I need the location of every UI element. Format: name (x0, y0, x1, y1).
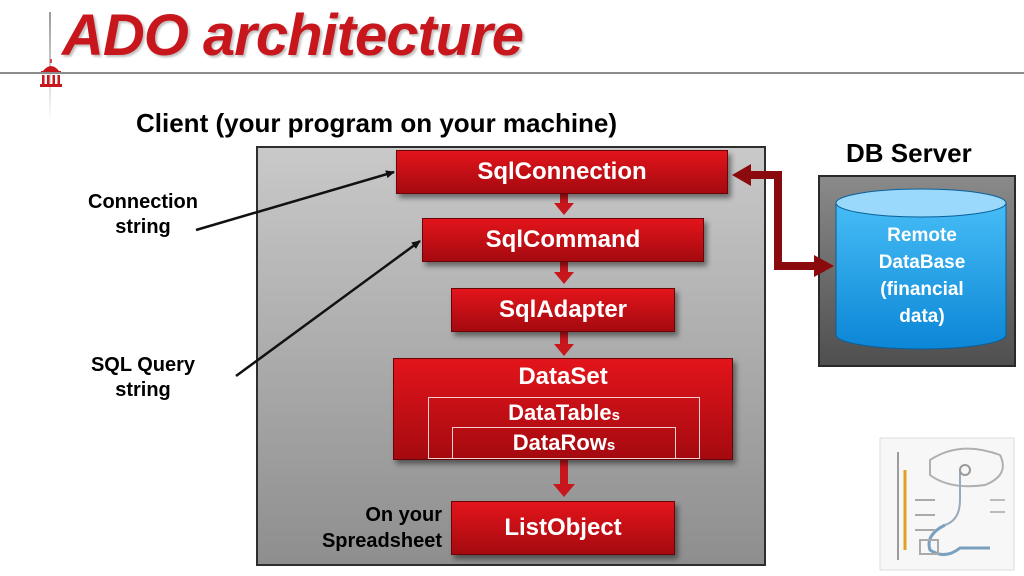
query-string-pointer (235, 239, 421, 378)
dataset-box: DataSet DataTables DataRows (393, 358, 733, 460)
connection-string-line1: Connection (88, 191, 198, 213)
sqladapter-box: SqlAdapter (451, 288, 675, 332)
database-line2: DataBase (878, 252, 966, 273)
listobject-box: ListObject (451, 501, 675, 555)
sql-query-string-label: SQL Query string (68, 353, 218, 403)
db-connector-arrow (732, 164, 834, 277)
database-label: Remote DataBase (financial data) (838, 222, 1006, 330)
connection-string-label: Connection string (68, 190, 218, 240)
sqlconnection-box: SqlConnection (396, 150, 728, 194)
listobject-label: ListObject (504, 514, 622, 541)
slide-title: ADO architecture (62, 3, 524, 68)
flow-arrow-connection-command (554, 193, 574, 215)
flow-arrow-dataset-listobject (553, 460, 575, 497)
sqladapter-label: SqlAdapter (498, 296, 627, 323)
sql-query-string-line2: string (115, 379, 171, 401)
client-panel (256, 146, 766, 566)
datarows-suffix: s (606, 437, 616, 454)
plumbing-pipes-icon (879, 437, 1015, 571)
flow-arrow-command-adapter (554, 262, 574, 284)
spreadsheet-label: On your Spreadsheet (292, 502, 442, 554)
database-cylinder-icon (835, 188, 1007, 350)
datarows-container: DataRows (452, 427, 676, 459)
sql-query-string-line1: SQL Query (90, 354, 196, 376)
client-caption: Client (your program on your machine) (136, 108, 618, 138)
datarows-label: DataRow (512, 430, 607, 455)
database-line3: (financial (880, 279, 964, 300)
connection-string-pointer (195, 170, 395, 232)
spreadsheet-line1: On your (365, 504, 442, 526)
connection-string-line2: string (115, 216, 171, 238)
title-underline (0, 72, 1024, 74)
sqlcommand-box: SqlCommand (422, 218, 704, 262)
server-caption: DB Server (846, 138, 972, 168)
flow-arrow-adapter-dataset (554, 332, 574, 356)
database-line4: data) (899, 306, 945, 327)
sqlconnection-label: SqlConnection (477, 158, 647, 185)
database-line1: Remote (887, 225, 957, 246)
datatables-label: DataTable (508, 400, 612, 425)
datatables-suffix: s (611, 407, 620, 424)
dataset-label: DataSet (518, 363, 608, 390)
spreadsheet-line2: Spreadsheet (321, 530, 442, 552)
sqlcommand-label: SqlCommand (485, 226, 641, 253)
